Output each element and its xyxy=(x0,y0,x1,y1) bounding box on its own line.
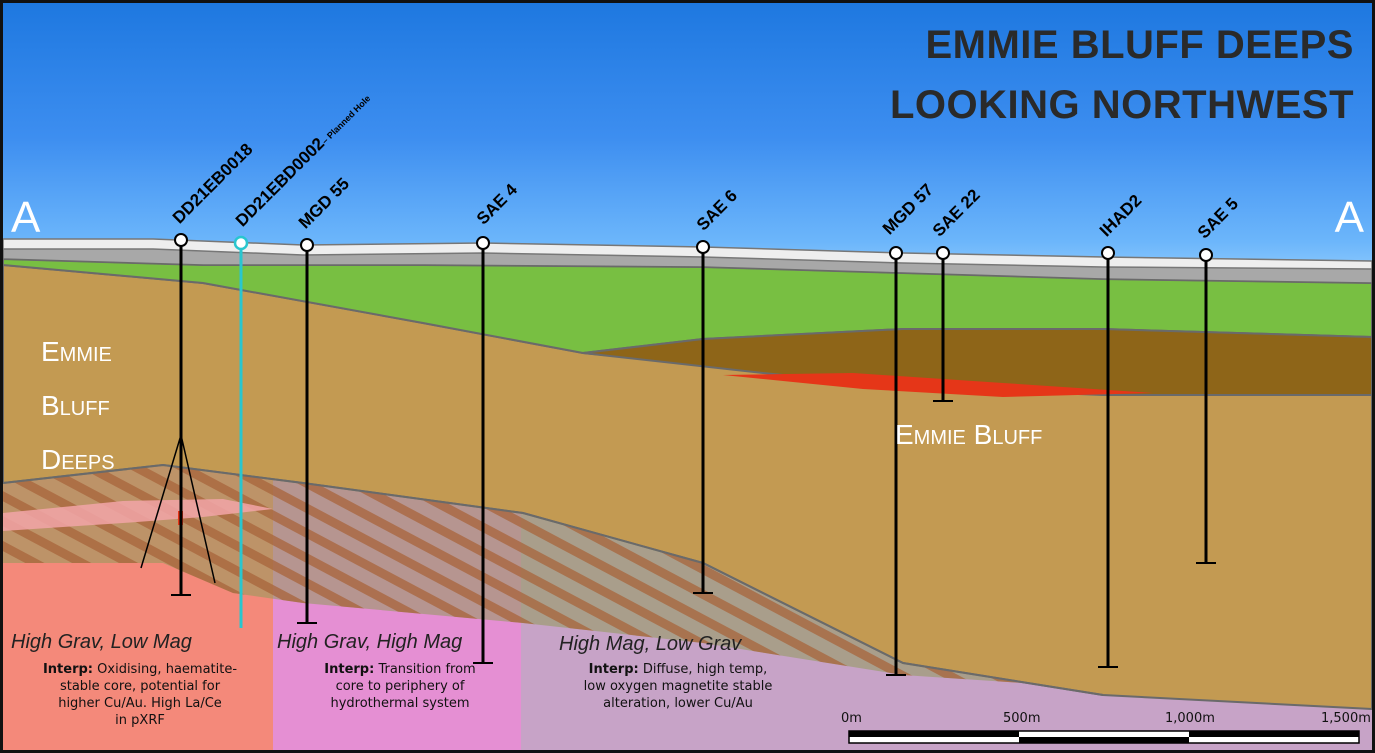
cover-white xyxy=(3,238,1372,270)
scale-label: 1,000m xyxy=(1165,711,1215,726)
interp-line: in pXRF xyxy=(115,713,165,728)
interp-line: stable core, potential for xyxy=(59,679,221,694)
scale-label: 1,500m xyxy=(1321,711,1371,726)
interp-label: Interp: xyxy=(324,662,375,677)
zone-title: High Mag, Low Grav xyxy=(559,633,742,655)
interp-line: Oxidising, haematite- xyxy=(97,662,238,677)
drillhole-traces xyxy=(140,240,1216,676)
deeps-ore-lens xyxy=(3,499,273,531)
zone-interp-text: Interp: Diffuse, high temp, low oxygen m… xyxy=(533,661,823,712)
deeps-label-line: Deeps xyxy=(41,444,115,475)
hatch-overlay xyxy=(3,465,1023,683)
section-title-line1: EMMIE BLUFF DEEPS xyxy=(925,23,1354,67)
zone-title: High Grav, High Mag xyxy=(277,631,463,653)
interp-line: Transition from xyxy=(378,662,476,677)
interp-label: Interp: xyxy=(42,662,94,677)
geological-section xyxy=(3,233,1372,750)
interp-line: core to periphery of xyxy=(335,679,465,694)
interp-label: Interp: xyxy=(588,662,639,677)
section-title-line2: LOOKING NORTHWEST xyxy=(889,83,1354,127)
emmie-bluff-ore xyxy=(723,373,1153,397)
section-end-left-label: A xyxy=(11,193,41,242)
interp-line: low oxygen magnetite stable xyxy=(583,679,773,694)
emmie-bluff-deeps-label: Emmie Bluff Deeps xyxy=(41,325,115,487)
interp-line: Diffuse, high temp, xyxy=(642,662,768,677)
zone-interp-text: Interp: Transition from core to peripher… xyxy=(285,661,515,712)
interp-line: alteration, lower Cu/Au xyxy=(603,696,753,711)
deeps-label-line: Emmie xyxy=(41,336,112,367)
section-end-right-label: A xyxy=(1334,193,1364,242)
interp-line: higher Cu/Au. High La/Ce xyxy=(58,696,222,711)
scale-bar xyxy=(848,730,1360,744)
emmie-bluff-label: Emmie Bluff xyxy=(895,419,1043,450)
deeps-label-line: Bluff xyxy=(41,390,110,421)
scale-label: 0m xyxy=(841,711,862,726)
zone-title: High Grav, Low Mag xyxy=(11,631,192,653)
scale-label: 500m xyxy=(1003,711,1041,726)
drillhole-collars xyxy=(174,233,1213,262)
zone-interp-text: Interp: Oxidising, haematite- stable cor… xyxy=(9,661,271,729)
interp-line: hydrothermal system xyxy=(330,696,470,711)
